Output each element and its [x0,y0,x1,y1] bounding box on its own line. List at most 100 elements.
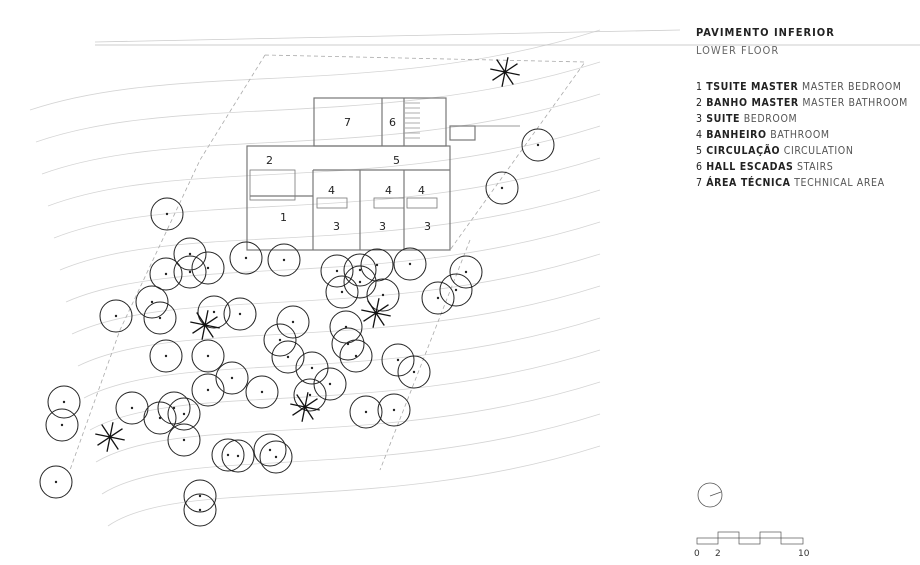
legend-item: 3 SUITE BEDROOM [696,111,908,127]
room-1-label: 1 [280,211,287,224]
tree-trunk-icon [114,314,118,318]
tree-icon [331,327,365,361]
contour-line [101,413,601,495]
tree-trunk-icon [454,288,458,292]
scale-label-10: 10 [798,549,810,559]
tree-trunk-icon [335,269,339,273]
tree-icon [47,385,81,419]
tree-trunk-icon [150,300,154,304]
legend-num: 6 [696,161,703,173]
tree-trunk-icon [436,296,440,300]
tree-icon [393,247,427,281]
tree-trunk-icon [206,266,210,270]
tree-icon [211,438,245,472]
tree-trunk-icon [396,358,400,362]
tree-trunk-icon [358,280,362,284]
tree-trunk-icon [260,390,264,394]
tree-icon [360,248,394,282]
tree-trunk-icon [340,290,344,294]
contour-line [89,349,601,431]
legend-item: 2 BANHO MASTER MASTER BATHROOM [696,95,908,111]
tree-trunk-icon [238,312,242,316]
tree-icon [143,301,177,335]
tree-trunk-icon [198,508,202,512]
tree-trunk-icon [412,370,416,374]
tree-trunk-icon [282,258,286,262]
north-arrow [697,482,723,508]
legend-item: 4 BANHEIRO BATHROOM [696,127,908,143]
legend-en: TECHNICAL AREA [794,177,885,189]
north-circle-icon [697,482,723,508]
legend-en: STAIRS [797,161,834,173]
tree-trunk-icon [310,366,314,370]
room-4-label: 4 [418,184,425,197]
north-needle-icon [709,491,722,497]
contour-line [77,285,601,367]
tree-trunk-icon [158,316,162,320]
palm-tree-icon [190,310,220,340]
tree-trunk-icon [198,494,202,498]
tree-icon [366,278,400,312]
tree-trunk-icon [164,272,168,276]
tree-trunk-icon [62,400,66,404]
legend-en: BEDROOM [743,113,798,125]
legend-pt: TSUITE MASTER [706,81,799,93]
tree-trunk-icon [464,270,468,274]
tree-trunk-icon [188,252,192,256]
contour-line [47,125,601,207]
tree-icon [223,297,257,331]
tree-icon [191,339,225,373]
tree-icon [39,465,73,499]
contour-line [83,317,601,399]
tree-icon [485,171,519,205]
tree-icon [263,323,297,357]
tree-trunk-icon [346,342,350,346]
site-boundary [69,54,586,471]
tree-trunk-icon [358,268,362,272]
room-5-label: 5 [393,154,400,167]
tree-trunk-icon [206,388,210,392]
tree-icon [157,391,191,425]
tree-icon [183,493,217,527]
tree-trunk-icon [182,438,186,442]
tree-trunk-icon [354,354,358,358]
tree-trunk-icon [54,480,58,484]
tree-icon [173,255,207,289]
tree-trunk-icon [60,423,64,427]
tree-icon [143,401,177,435]
legend-pt: HALL ESCADAS [706,161,794,173]
tree-icon [325,275,359,309]
palm-tree-icon [361,298,391,328]
tree-trunk-icon [408,262,412,266]
contour-line [107,445,601,527]
room-3-label: 3 [424,220,431,233]
tree-trunk-icon [536,143,540,147]
legend-en: MASTER BEDROOM [801,81,902,93]
tree-trunk-icon [230,376,234,380]
plan-subtitle: LOWER FLOOR [696,44,780,57]
tree-trunk-icon [308,393,312,397]
legend-en: BATHROOM [770,129,830,141]
tree-icon [197,295,231,329]
palm-tree-icon [290,392,320,422]
room-6-label: 6 [389,116,396,129]
tree-icon [320,254,354,288]
legend-item: 1 TSUITE MASTER MASTER BEDROOM [696,79,908,95]
tree-trunk-icon [375,263,379,267]
tree-icon [377,393,411,427]
scale-bar [696,531,804,545]
room-legend-list: 1 TSUITE MASTER MASTER BEDROOM 2 BANHO M… [696,79,908,191]
tree-icon [439,273,473,307]
contour-line [29,29,601,111]
legend: PAVIMENTO INFERIOR LOWER FLOOR 1 TSUITE … [696,26,908,191]
tree-icon [215,361,249,395]
tree-icon [173,237,207,271]
room-3-label: 3 [379,220,386,233]
tree-icon [45,408,79,442]
tree-trunk-icon [165,212,169,216]
legend-pt: ÁREA TÉCNICA [706,177,791,189]
tree-trunk-icon [244,256,248,260]
tree-trunk-icon [274,455,278,459]
tree-trunk-icon [236,454,240,458]
